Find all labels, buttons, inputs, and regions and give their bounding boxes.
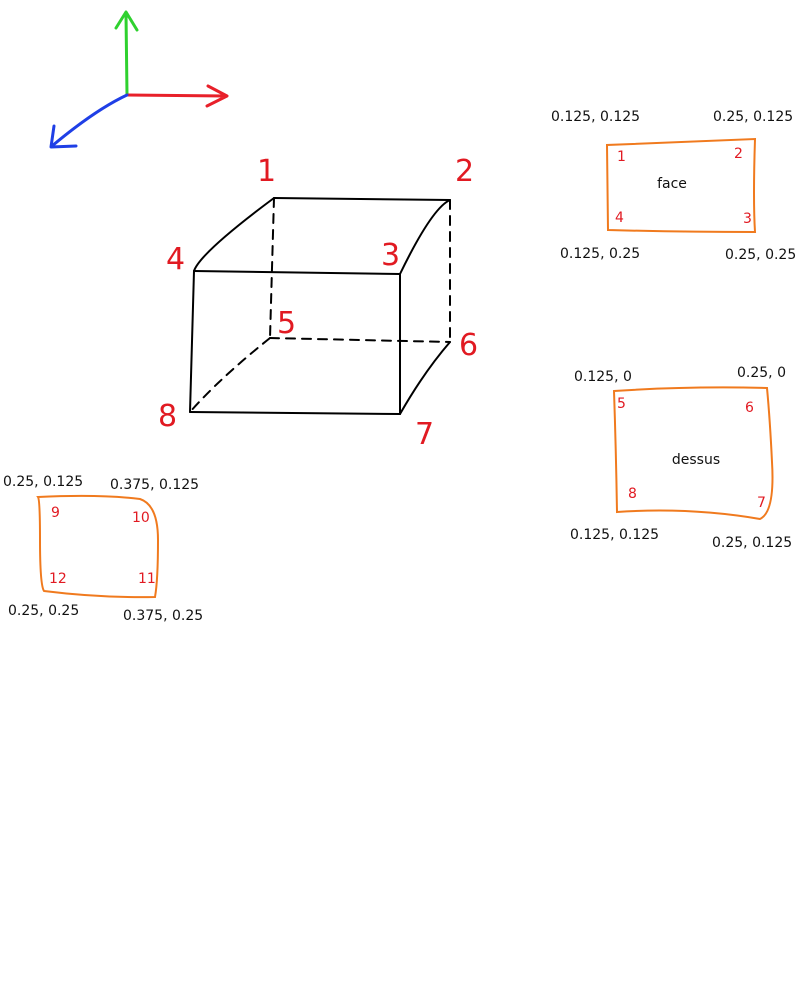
axis-gizmo xyxy=(49,10,229,149)
cube-top-right-edge xyxy=(399,199,451,275)
cube-vertex-label: 8 xyxy=(158,399,177,434)
left-quad-corner-number: 11 xyxy=(138,571,156,587)
face-corner-number: 2 xyxy=(734,146,743,162)
dessus-coord-bottom-right: 0.25, 0.125 xyxy=(712,535,792,551)
cube-vertex-labels: 1 2 3 4 5 6 7 8 xyxy=(158,154,478,452)
face-coord-top-left: 0.125, 0.125 xyxy=(551,109,640,125)
face-coord-bottom-left: 0.125, 0.25 xyxy=(560,246,640,262)
cube-hidden-bottom-left-edge xyxy=(189,337,271,413)
dessus-corner-number: 6 xyxy=(745,400,754,416)
dessus-quad: dessus 5 6 7 8 0.125, 0 0.25, 0 0.125, 0… xyxy=(570,365,792,551)
cube-bottom-right-edge xyxy=(399,341,451,415)
left-quad: 9 10 11 12 0.25, 0.125 0.375, 0.125 0.25… xyxy=(3,474,203,624)
face-corner-number: 1 xyxy=(617,149,626,165)
dessus-coord-top-right: 0.25, 0 xyxy=(737,365,786,381)
dessus-corner-number: 7 xyxy=(757,495,766,511)
left-quad-corner-number: 9 xyxy=(51,505,60,521)
cube-vertex-label: 6 xyxy=(459,328,478,363)
cube-wireframe xyxy=(189,197,451,415)
left-quad-coord-bottom-right: 0.375, 0.25 xyxy=(123,608,203,624)
cube-hidden-back-vertical-left xyxy=(269,197,275,339)
face-coord-top-right: 0.25, 0.125 xyxy=(713,109,793,125)
left-quad-coord-top-left: 0.25, 0.125 xyxy=(3,474,83,490)
cube-vertex-label: 5 xyxy=(277,306,296,341)
cube-vertex-label: 7 xyxy=(415,417,434,452)
x-axis-arrow xyxy=(125,84,229,108)
face-name: face xyxy=(657,176,687,192)
face-corner-number: 4 xyxy=(615,210,624,226)
face-outline xyxy=(605,137,757,234)
dessus-corner-number: 5 xyxy=(617,396,626,412)
cube-top-left-edge xyxy=(193,197,275,272)
dessus-outline xyxy=(612,386,774,521)
left-quad-coord-top-right: 0.375, 0.125 xyxy=(110,477,199,493)
face-quad: face 1 2 3 4 0.125, 0.125 0.25, 0.125 0.… xyxy=(551,109,796,263)
dessus-coord-top-left: 0.125, 0 xyxy=(574,369,632,385)
face-coord-bottom-right: 0.25, 0.25 xyxy=(725,247,796,263)
left-quad-corner-number: 10 xyxy=(132,510,150,526)
cube-vertex-label: 3 xyxy=(381,238,400,273)
left-quad-outline xyxy=(36,494,160,599)
y-axis-arrow xyxy=(114,10,139,97)
cube-top-front-edge xyxy=(193,270,401,275)
dessus-name: dessus xyxy=(672,452,720,468)
cube-front-left-edge xyxy=(189,270,195,413)
cube-vertex-label: 4 xyxy=(166,242,185,277)
left-quad-coord-bottom-left: 0.25, 0.25 xyxy=(8,603,79,619)
cube-top-back-edge xyxy=(273,197,451,201)
dessus-coord-bottom-left: 0.125, 0.125 xyxy=(570,527,659,543)
cube-vertex-label: 1 xyxy=(257,154,276,189)
cube-bottom-front-edge xyxy=(189,411,401,415)
z-axis-arrow xyxy=(49,93,129,149)
face-corner-number: 3 xyxy=(743,211,752,227)
cube-vertex-label: 2 xyxy=(455,154,474,189)
left-quad-corner-number: 12 xyxy=(49,571,67,587)
dessus-corner-number: 8 xyxy=(628,486,637,502)
cube-hidden-bottom-back-edge xyxy=(269,337,451,343)
